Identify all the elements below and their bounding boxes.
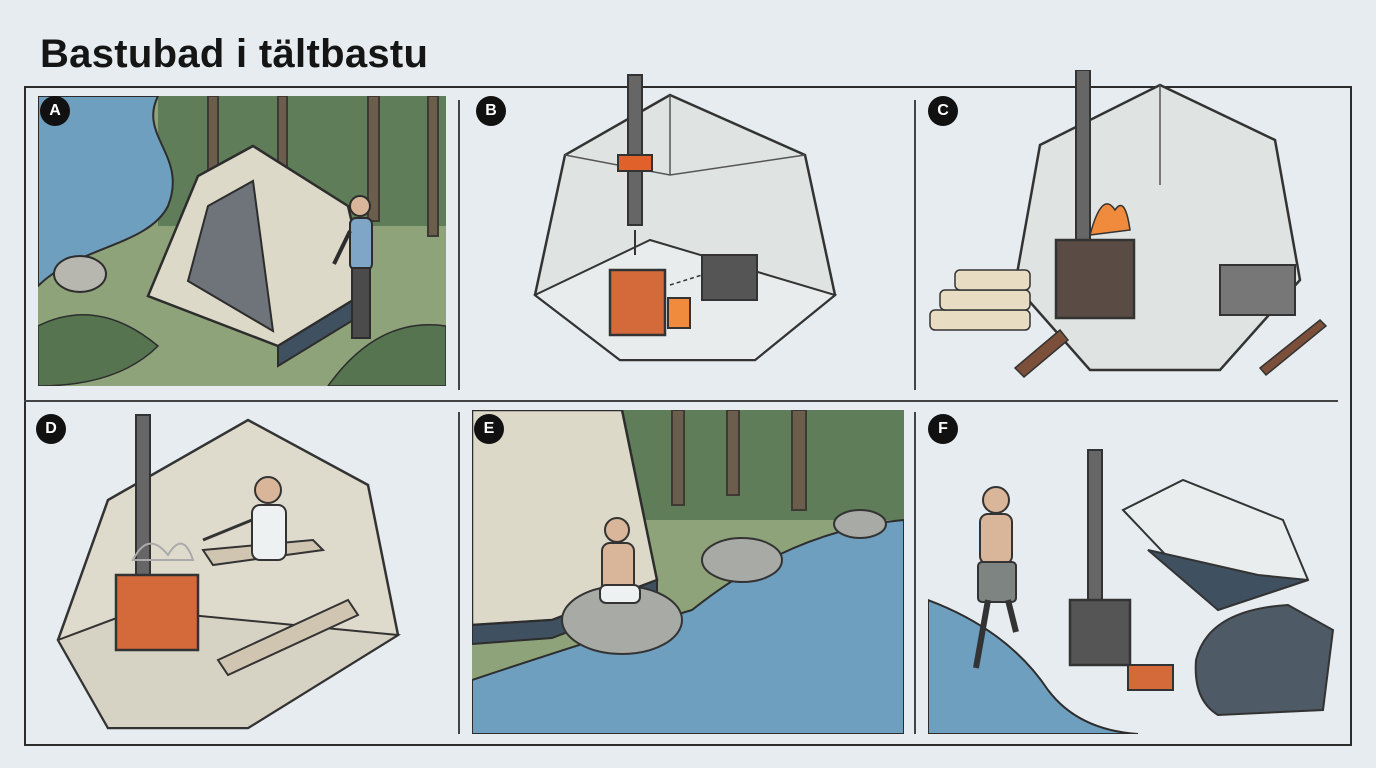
- rock-far: [833, 509, 887, 539]
- forest-background: [612, 410, 904, 520]
- bush-right: [327, 324, 446, 386]
- wood-stove: [1054, 238, 1136, 320]
- ash-drawer: [1127, 664, 1174, 691]
- connection-guide: [669, 274, 703, 286]
- panel-f-illustration: [928, 449, 1335, 734]
- chimney-flange: [617, 154, 653, 172]
- tree-trunks: [671, 410, 807, 511]
- sauna-stove: [114, 573, 200, 652]
- woman-head: [254, 476, 282, 504]
- tent-door-opening: [186, 179, 275, 333]
- rock-middle: [701, 537, 783, 583]
- axe-left: [1013, 328, 1070, 379]
- illustration-frame: [24, 86, 1352, 746]
- stove-glass-door: [667, 297, 691, 329]
- packed-stove: [1068, 598, 1132, 667]
- tent-skirt: [1147, 549, 1309, 612]
- step-badge-c: C: [928, 96, 958, 126]
- person-trousers: [351, 267, 371, 339]
- ladle: [202, 518, 253, 542]
- fire-flame: [1088, 203, 1131, 236]
- person-shorts: [977, 561, 1017, 603]
- panel-b-install-stove: [470, 70, 910, 388]
- wood-stove: [608, 268, 667, 337]
- step-badge-e: E: [474, 414, 504, 444]
- person-torso: [979, 513, 1013, 565]
- person-leg-right: [1005, 599, 1019, 633]
- column-divider-3: [458, 412, 460, 734]
- tent-frame-outline: [1013, 83, 1302, 372]
- panel-b-illustration: [533, 74, 838, 362]
- chimney-pipe: [1075, 70, 1091, 246]
- person-head: [349, 195, 371, 217]
- column-divider-4: [914, 412, 916, 734]
- chimney-pipe: [627, 74, 643, 226]
- person-head: [982, 486, 1010, 514]
- steam: [131, 542, 195, 561]
- panel-e-cool-off: [472, 410, 904, 734]
- ash-tray: [1219, 264, 1296, 316]
- step-badge-d: D: [36, 414, 66, 444]
- person-shirt: [349, 217, 373, 271]
- person-head: [604, 517, 630, 543]
- panel-a-illustration: [38, 96, 446, 386]
- step-badge-a: A: [40, 96, 70, 126]
- panel-d-sauna-inside: [38, 410, 448, 744]
- panel-c-illustration: [929, 70, 1328, 379]
- panel-d-illustration: [56, 414, 402, 730]
- carry-bag: [1194, 603, 1335, 717]
- water-tank: [701, 254, 758, 301]
- bench-lower: [216, 598, 360, 677]
- row-divider: [24, 400, 1338, 402]
- person-arm: [332, 230, 352, 265]
- panel-a-pitch-tent: [38, 96, 446, 386]
- person-leg-left: [973, 599, 991, 669]
- foreground-bushes: [38, 314, 160, 386]
- firewood-stack: [929, 269, 1031, 331]
- chimney-pipe: [1087, 449, 1103, 606]
- panel-f-pack-up: [928, 410, 1338, 734]
- step-badge-f: F: [928, 414, 958, 444]
- woman-towel: [251, 504, 287, 561]
- person-towel: [599, 584, 641, 604]
- page-title: Bastubad i tältbastu: [40, 32, 429, 76]
- column-divider-2: [914, 100, 916, 390]
- shore-rock: [53, 255, 107, 293]
- step-badge-b: B: [476, 96, 506, 126]
- column-divider-1: [458, 100, 460, 390]
- panel-c-light-fire: [920, 70, 1340, 388]
- axe-right: [1258, 318, 1328, 377]
- panel-e-illustration: [472, 410, 904, 734]
